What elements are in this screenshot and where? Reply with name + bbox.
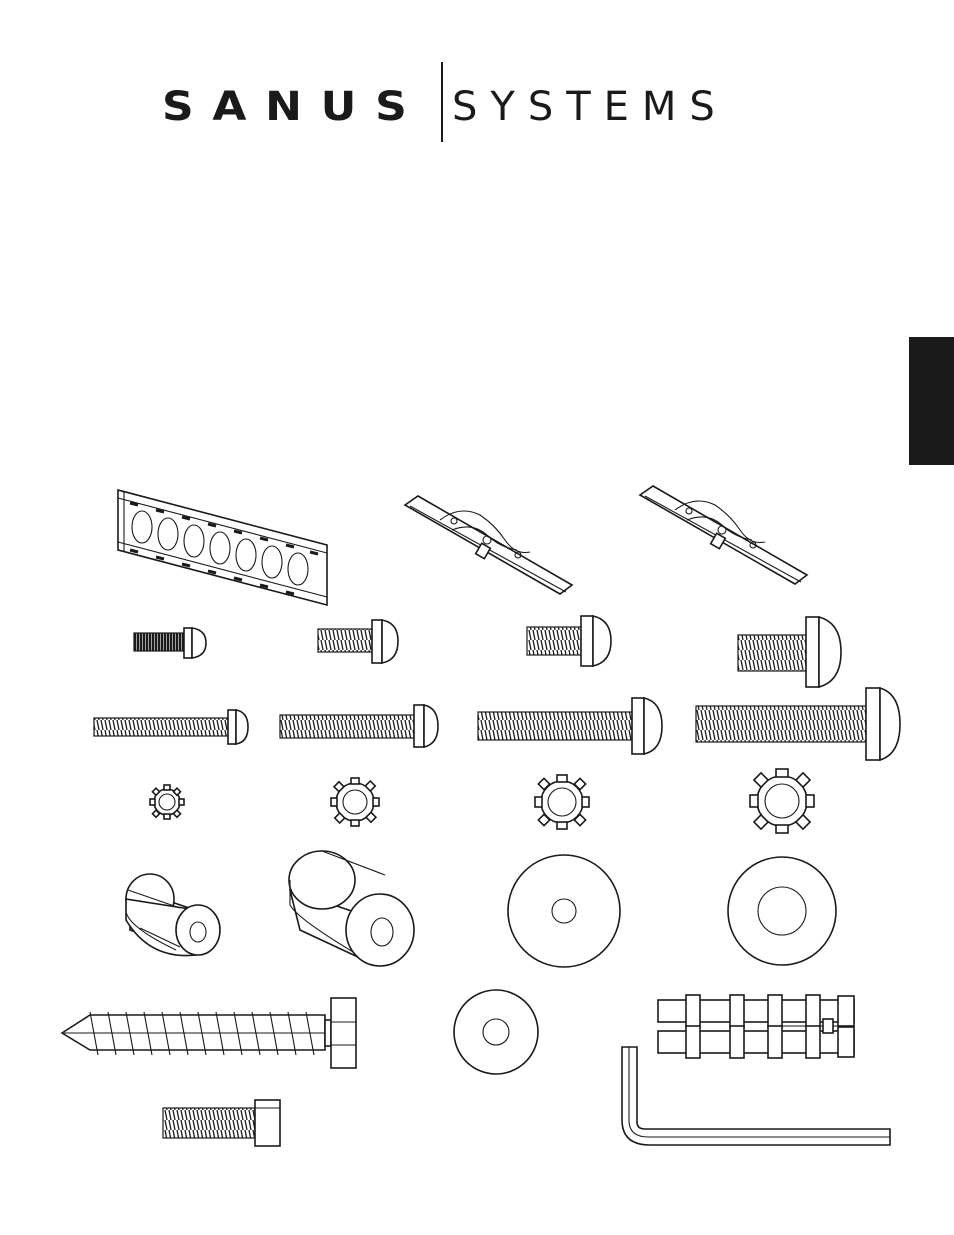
tv-bracket-right-icon [640,486,807,584]
screw-m5-short-icon [318,620,398,663]
washer-large-big-hole-icon [728,857,836,965]
spacer-small-icon [126,874,220,956]
screw-m8-short-icon [738,617,841,687]
allen-wrench-icon [622,1047,890,1145]
washer-small-icon [454,990,538,1074]
lag-bolt-icon [62,998,356,1068]
lock-washer-small-icon [150,785,184,819]
wall-plate-icon [118,490,327,605]
socket-cap-bolt-icon [163,1100,280,1146]
lock-washer-large-icon [535,775,589,829]
lock-washer-xlarge-icon [750,769,814,833]
screw-m4-short-icon [134,628,206,658]
lock-washer-medium-icon [331,778,379,826]
tv-bracket-left-icon [405,496,572,594]
spacer-large-icon [289,851,414,966]
screw-m6-long-icon [478,698,662,754]
washer-large-small-hole-icon [508,855,620,967]
screw-m6-short-icon [527,616,611,666]
concrete-anchors-icon [658,995,854,1058]
screw-m4-long-icon [94,710,248,744]
screw-m5-long-icon [280,705,438,747]
screw-m8-long-icon [696,688,900,760]
